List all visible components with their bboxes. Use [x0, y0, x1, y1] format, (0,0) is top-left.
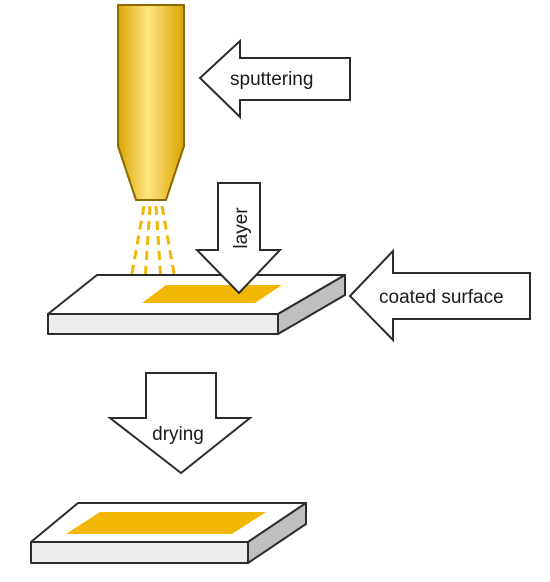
substrate-coated	[47, 274, 346, 335]
layer-arrow-icon: layer	[194, 182, 283, 295]
layer-label: layer	[231, 207, 252, 249]
sputtering-label: sputtering	[230, 69, 313, 90]
coating-layer	[142, 285, 282, 303]
nozzle-icon	[117, 4, 185, 201]
coated-surface-label: coated surface	[379, 287, 504, 308]
sputtering-arrow-icon: sputtering	[198, 38, 351, 120]
drying-arrow-icon: drying	[107, 372, 253, 475]
substrate-dried	[30, 502, 307, 564]
drying-label: drying	[152, 424, 204, 445]
coated-surface-arrow-icon: coated surface	[348, 248, 531, 343]
dried-coating-layer	[66, 512, 266, 534]
